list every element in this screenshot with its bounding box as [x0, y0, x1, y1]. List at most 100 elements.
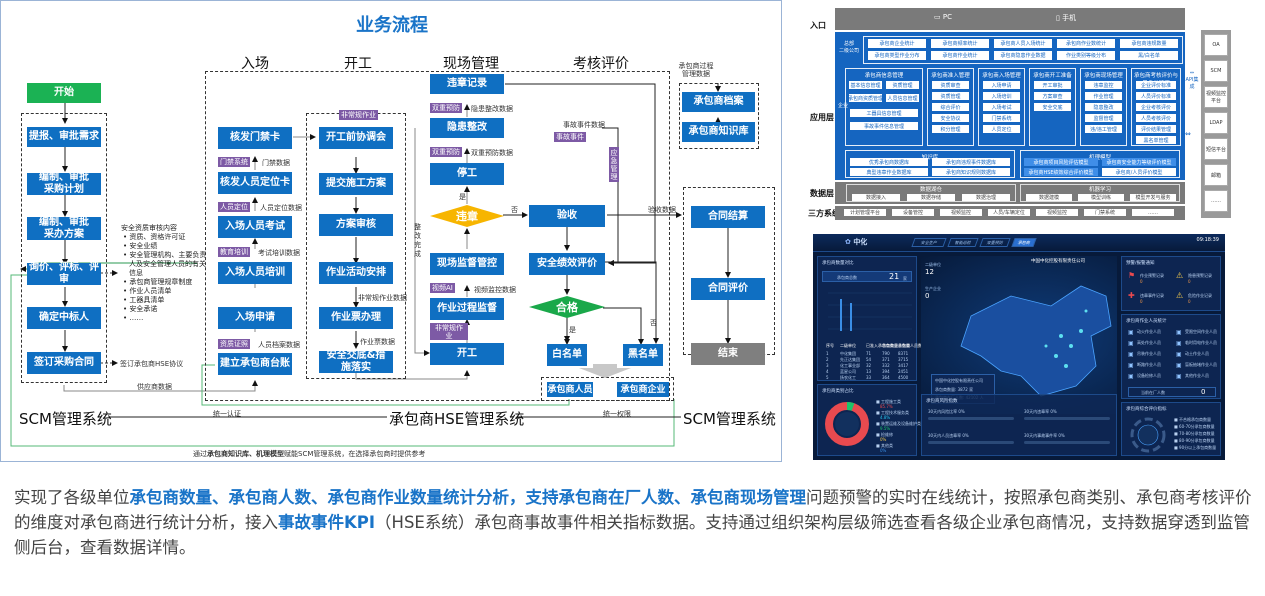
- business-flowchart: 业务流程: [0, 0, 782, 462]
- merge-arrow-icon: [579, 364, 631, 378]
- risk-label: 30天内违章率 0%: [1024, 409, 1057, 414]
- module-item: 综合评价: [932, 103, 969, 111]
- total-box: 承包商总数 21 家: [822, 271, 912, 282]
- table-cell: 1: [826, 351, 829, 356]
- start-step-plan: 提交施工方案: [319, 173, 393, 195]
- module-item: 人员评价标准: [1136, 92, 1176, 100]
- module-item: 安全协议: [932, 114, 969, 122]
- pie-legend-label: ■ 工程施工类: [876, 399, 902, 404]
- footer-note: 通过承包商知识库、机理模型赋能SCM管理系统，在选择承包商时提供参考: [193, 450, 426, 458]
- module-5: 承包商现场管理: [1080, 68, 1127, 146]
- pie-legend-label: ■ 其他类: [876, 443, 894, 448]
- panel-people: 承包商作业人员统计 当前在厂人数 0 ▣动火作业人员▣受限空间作业人员▣高处作业…: [1121, 314, 1221, 399]
- phone-icon: ▯: [1056, 14, 1060, 22]
- in-plant-box: 当前在厂人数 0: [1128, 387, 1216, 397]
- tag-dual-prevention-2: 双重预防: [430, 147, 462, 157]
- external-item: 邮箱: [1204, 164, 1228, 186]
- contract-settlement: 合同结算: [691, 206, 765, 228]
- category-donut: [825, 402, 869, 446]
- start-step-meeting: 开工前协调会: [319, 127, 393, 149]
- table-cell: 364: [882, 375, 890, 380]
- person-label: 临时用电作业人员: [1185, 340, 1217, 345]
- architecture-diagram: 入口 应用层 数据层 三方系统 ▭ PC ▯ 手机 总部 二级公司 企业 知识库…: [808, 6, 1231, 224]
- violation-decision: 违章: [456, 210, 478, 223]
- person-label: 受限空间作业人员: [1185, 329, 1217, 334]
- qualification-item: • 承包商管理规章制度: [123, 278, 193, 286]
- table-cell: 2451: [898, 369, 909, 374]
- risk-label: 30天内风险比率 0%: [928, 409, 965, 414]
- model-group: 机理模型: [1020, 150, 1180, 178]
- ml-item: 模型开发与服务: [1130, 194, 1176, 201]
- score-legend-item: ■ 60-70分承包商数量: [1174, 424, 1215, 429]
- score-legend-item: ■ 90分以上承包商数量: [1174, 445, 1217, 450]
- total-value: 21: [889, 272, 900, 281]
- api-arrow-icon-2: ⇔: [1185, 130, 1191, 138]
- phase-site-management: 现场管理: [443, 56, 499, 72]
- list-group: [541, 377, 674, 401]
- table-cell: 8371: [898, 351, 909, 356]
- third-party-item: ……: [1132, 209, 1174, 216]
- person-label: 动土作业人员: [1185, 351, 1209, 356]
- module-item: 安全交底: [1034, 103, 1071, 111]
- row-label-data: 数据层: [810, 189, 834, 198]
- nav-contractor[interactable]: 承包商: [1011, 238, 1037, 247]
- start-step-review: 方案审核: [319, 214, 393, 236]
- model-item: 承包商HSE绩效综合评价模型: [1024, 168, 1098, 176]
- table-header: 二级单位: [840, 343, 856, 348]
- nav-inspection[interactable]: 智能巡检: [947, 238, 979, 247]
- pie-legend-label: ■ 工程技术服务类: [876, 410, 910, 415]
- module-item: 门禁系统: [983, 114, 1020, 122]
- start-step-arrange: 作业活动安排: [319, 262, 393, 284]
- entry-pc: ▭ PC: [934, 13, 952, 21]
- flowchart-title: 业务流程: [356, 15, 428, 36]
- site-step-start: 开工: [430, 343, 504, 365]
- flow-connectors: [10, 83, 731, 447]
- module-item: 违/违工管理: [1085, 125, 1122, 133]
- system-scm-right: SCM管理系统: [683, 410, 776, 428]
- risk-label: 30天内人员违章率 0%: [928, 433, 969, 438]
- phase-entry: 入场: [241, 56, 269, 72]
- table-header: 已准入承包商数量: [866, 343, 898, 348]
- person-label: 设备检修人员: [1137, 373, 1161, 378]
- module-title: 承包商开工准备: [1033, 73, 1072, 79]
- count-bar-1: [840, 299, 842, 331]
- module-2: 承包商准入管理: [927, 68, 974, 146]
- site-step-process-monitor: 作业过程监督: [430, 298, 504, 320]
- scm-step-6: 签订采购合同: [27, 352, 101, 374]
- entry-step-training: 入场人员培训: [218, 262, 292, 284]
- hq-cell: 承包商隐患作业数据: [994, 51, 1052, 60]
- module-item: 违章监控: [1085, 81, 1122, 89]
- module-4: 承包商开工准备: [1029, 68, 1076, 146]
- nav-safety[interactable]: 安全生产: [911, 238, 947, 247]
- entry-step-exam: 入场人员考试: [218, 216, 292, 238]
- qualification-item: • 工器具清单: [123, 296, 165, 304]
- third-party-item: 设备管控: [892, 209, 934, 216]
- site-step-violation-record: 违章记录: [430, 74, 504, 94]
- contractor-person: 承包商人员: [547, 382, 593, 397]
- third-party-item: 计划管理平台: [844, 209, 886, 216]
- qualification-item: • 安全管理机构、主要负责人及安全管理人员的有关信息: [123, 251, 207, 277]
- table-cell: 4: [826, 369, 829, 374]
- model-item: 承包商/人员评价模型: [1102, 168, 1176, 176]
- risk-bar-track: [928, 417, 1014, 420]
- scm-step-3: 编制、审批 采办方案: [27, 217, 101, 240]
- hq-cell: 承包商企业统计: [868, 39, 926, 48]
- module-item: 入场培训: [983, 92, 1020, 100]
- pie-legend-value: 85.7%: [880, 404, 893, 409]
- module-item: 监督管理: [1085, 114, 1122, 122]
- third-party-item: 门禁系统: [1084, 209, 1126, 216]
- module-item: 资质审查: [932, 81, 969, 89]
- module-item: 人员考核评价: [1136, 114, 1176, 122]
- nav-dual-prevention[interactable]: 双重预防: [979, 238, 1011, 247]
- warning-icon: ⚠: [1176, 291, 1184, 300]
- hse-group: [205, 71, 670, 401]
- module-item: 资质管理: [886, 81, 919, 89]
- table-cell: 790: [882, 351, 890, 356]
- china-map: [960, 285, 1112, 397]
- label-dual-prevention-data: 双重预防数据: [471, 149, 513, 157]
- scm-step-4: 询价、评标、评审: [27, 262, 101, 285]
- ml-item: 模型训练: [1078, 194, 1124, 201]
- label-rectification-data: 隐患整改数据: [471, 105, 513, 113]
- person-icon: ▣: [1128, 351, 1134, 358]
